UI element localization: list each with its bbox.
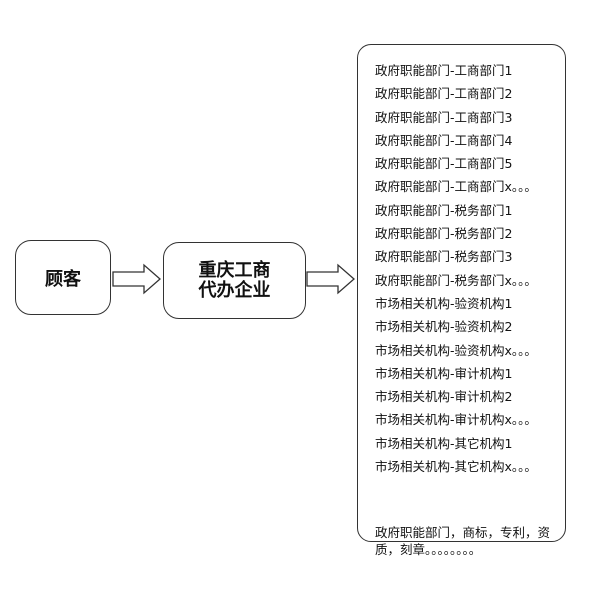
service-item: 政府职能部门-工商部门5 [375, 156, 513, 172]
service-item: 市场相关机构-审计机构x。。。 [375, 412, 537, 428]
service-item: 市场相关机构-验资机构x。。。 [375, 342, 537, 358]
arrow-agent-to-services [306, 263, 355, 295]
service-item: 政府职能部门-工商部门1 [375, 63, 513, 78]
service-item: 政府职能部门-工商部门x。。。 [375, 179, 537, 195]
service-item: 市场相关机构-审计机构1 [375, 365, 513, 381]
service-item: 政府职能部门-工商部门3 [375, 109, 513, 125]
service-item: 政府职能部门-税务部门2 [375, 226, 513, 242]
service-item: 市场相关机构-验资机构1 [375, 295, 513, 311]
agent-label-line1: 重庆工商 [198, 259, 271, 281]
customer-node: 顾客 [15, 240, 111, 315]
service-item: 市场相关机构-验资机构2 [375, 319, 513, 335]
services-note: 政府职能部门，商标，专利，资质，刻章。。。。。。。。 [375, 525, 551, 557]
agent-label-line2: 代办企业 [198, 279, 271, 301]
service-item: 政府职能部门-工商部门4 [375, 132, 513, 148]
customer-label: 顾客 [45, 268, 81, 290]
service-item: 政府职能部门-税务部门3 [375, 249, 513, 265]
agent-node: 重庆工商 代办企业 [163, 242, 306, 319]
services-node: 政府职能部门-工商部门1 政府职能部门-工商部门2 政府职能部门-工商部门3 政府职能… [357, 44, 567, 557]
service-item: 政府职能部门-工商部门2 [375, 86, 513, 102]
arrow-customer-to-agent [112, 263, 161, 295]
service-item: 政府职能部门-税务部门1 [375, 202, 513, 218]
service-item: 市场相关机构-其它机构x。。。 [375, 459, 537, 475]
service-item: 市场相关机构-其它机构1 [375, 435, 513, 451]
service-item: 市场相关机构-审计机构2 [375, 389, 513, 405]
services-list: 政府职能部门-工商部门1 政府职能部门-工商部门2 政府职能部门-工商部门3 政府职能… [375, 59, 567, 478]
service-item: 政府职能部门-税务部门x。。。 [375, 272, 537, 288]
